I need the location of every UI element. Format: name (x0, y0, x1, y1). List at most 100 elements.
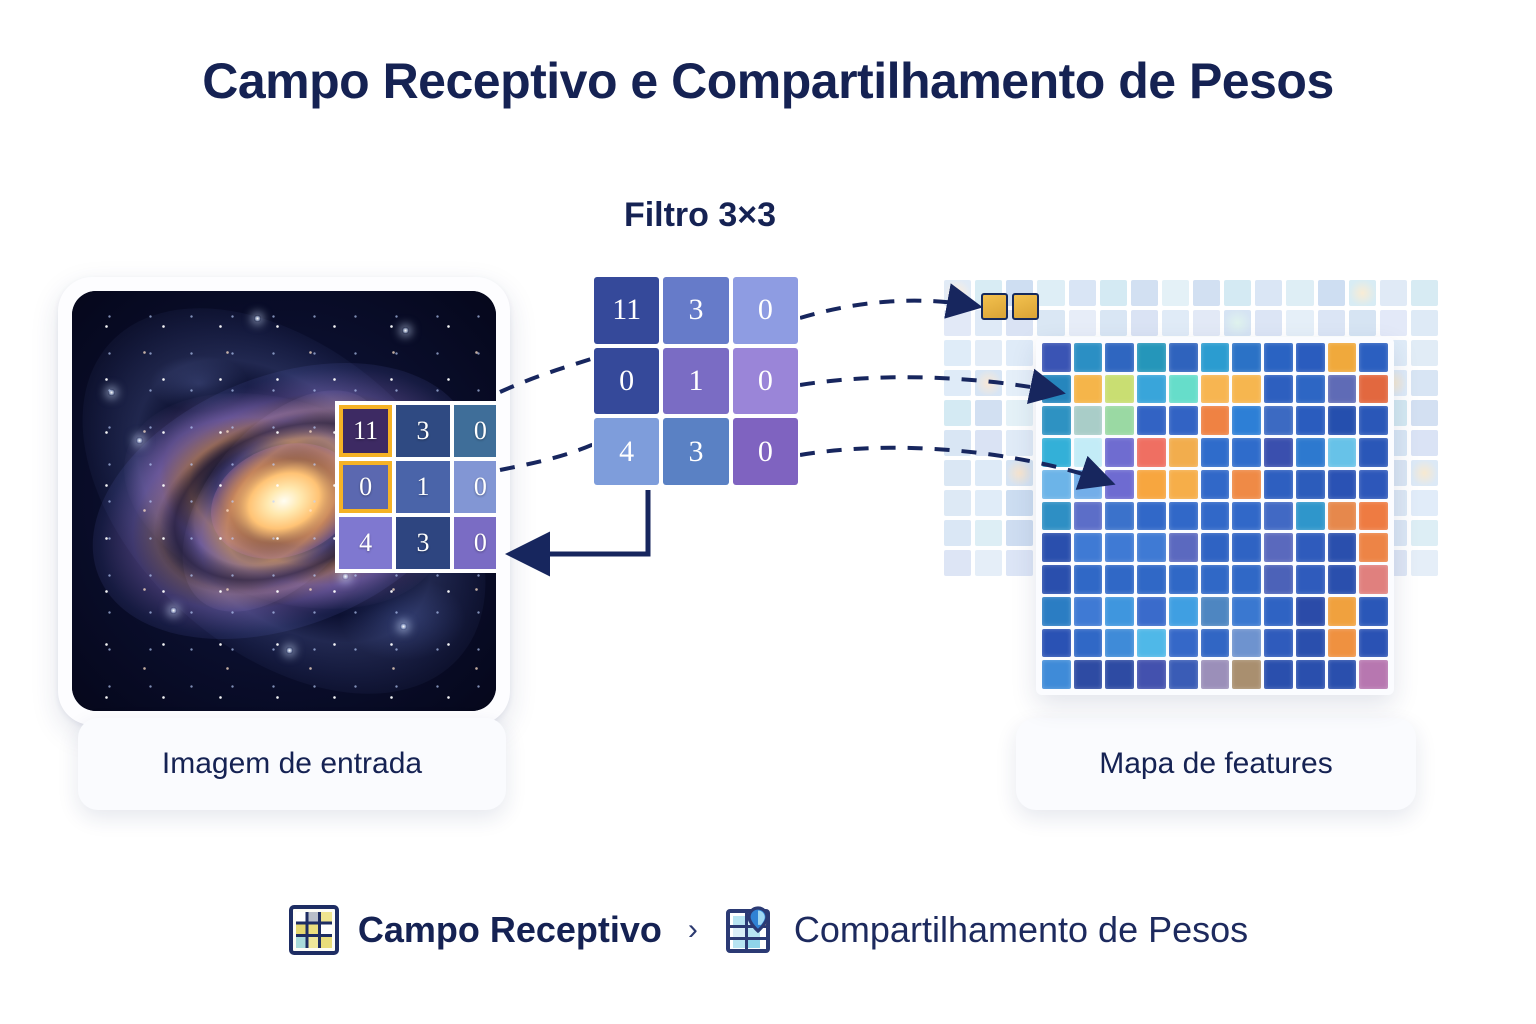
receptive-field-cell[interactable]: 0 (453, 405, 496, 457)
receptive-field-cell[interactable]: 3 (396, 405, 450, 457)
feature-map-cell[interactable] (1327, 565, 1357, 594)
feature-map-cell[interactable] (1264, 533, 1293, 563)
feature-map-cell[interactable] (1232, 533, 1262, 563)
feature-map-cell[interactable] (1232, 501, 1262, 531)
feature-map-cell[interactable] (1359, 469, 1388, 499)
feature-map-cell[interactable] (1073, 438, 1103, 467)
feature-map-cell[interactable] (1168, 596, 1198, 626)
filter-cell[interactable]: 11 (594, 277, 660, 344)
feature-map-cell[interactable] (1073, 374, 1103, 404)
feature-map-cell[interactable] (1168, 406, 1198, 436)
filter-cell[interactable]: 1 (663, 347, 729, 415)
feature-map-cell[interactable] (1105, 596, 1135, 626)
feature-map-cell[interactable] (1105, 533, 1135, 563)
feature-map-cell[interactable] (1042, 438, 1071, 467)
feature-map-cell[interactable] (1232, 660, 1262, 689)
feature-map-cell[interactable] (1232, 565, 1262, 594)
feature-map-cell[interactable] (1105, 628, 1135, 658)
feature-map-cell[interactable] (1200, 406, 1230, 436)
feature-map-cell[interactable] (1073, 565, 1103, 594)
feature-map-cell[interactable] (1232, 469, 1262, 499)
feature-map-cell[interactable] (1264, 628, 1293, 658)
feature-map-cell[interactable] (1232, 438, 1262, 467)
feature-map-cell[interactable] (1137, 501, 1166, 531)
feature-map-cell[interactable] (1295, 628, 1325, 658)
feature-map-cell[interactable] (1200, 343, 1230, 372)
feature-map-cell[interactable] (1105, 660, 1135, 689)
feature-map-cell[interactable] (1295, 660, 1325, 689)
feature-map-cell[interactable] (1327, 469, 1357, 499)
feature-map-cell[interactable] (1137, 628, 1166, 658)
feature-map-cell[interactable] (1042, 660, 1071, 689)
feature-map-cell[interactable] (1359, 533, 1388, 563)
feature-map-cell[interactable] (1042, 533, 1071, 563)
feature-map-cell[interactable] (1295, 565, 1325, 594)
feature-map-cell[interactable] (1264, 565, 1293, 594)
feature-map-cell[interactable] (1105, 469, 1135, 499)
feature-map-cell[interactable] (1168, 469, 1198, 499)
feature-map-cell[interactable] (1105, 374, 1135, 404)
feature-map-cell[interactable] (1073, 533, 1103, 563)
feature-map-cell[interactable] (1264, 406, 1293, 436)
filter-cell[interactable]: 0 (732, 418, 798, 485)
feature-map-cell[interactable] (1232, 343, 1262, 372)
feature-map-cell[interactable] (1168, 533, 1198, 563)
feature-map-cell[interactable] (1168, 628, 1198, 658)
feature-map-cell[interactable] (1042, 406, 1071, 436)
feature-map-cell[interactable] (1042, 343, 1071, 372)
feature-map-cell[interactable] (1295, 533, 1325, 563)
feature-map-cell[interactable] (1359, 565, 1388, 594)
receptive-field-cell[interactable]: 11 (339, 405, 393, 457)
feature-map-cell[interactable] (1232, 406, 1262, 436)
feature-map-cell[interactable] (1232, 628, 1262, 658)
feature-map-cell[interactable] (1042, 596, 1071, 626)
feature-map-cell[interactable] (1042, 374, 1071, 404)
feature-map-cell[interactable] (1200, 660, 1230, 689)
feature-map-cell[interactable] (1137, 596, 1166, 626)
feature-map-cell[interactable] (1327, 660, 1357, 689)
feature-map-cell[interactable] (1295, 596, 1325, 626)
filter-cell[interactable]: 4 (594, 418, 660, 485)
feature-map-cell[interactable] (1359, 628, 1388, 658)
feature-map-cell[interactable] (1137, 343, 1166, 372)
feature-map-cell[interactable] (1327, 374, 1357, 404)
feature-map-cell[interactable] (1200, 533, 1230, 563)
feature-map-cell[interactable] (1200, 596, 1230, 626)
feature-map-cell[interactable] (1327, 406, 1357, 436)
feature-map-cell[interactable] (1295, 374, 1325, 404)
feature-map-cell[interactable] (1073, 406, 1103, 436)
feature-map-cell[interactable] (1200, 565, 1230, 594)
feature-map-cell[interactable] (1359, 660, 1388, 689)
feature-map-cell[interactable] (1105, 406, 1135, 436)
feature-map-cell[interactable] (1073, 469, 1103, 499)
feature-map-cell[interactable] (1327, 438, 1357, 467)
feature-map-cell[interactable] (1327, 343, 1357, 372)
feature-map-cell[interactable] (1264, 374, 1293, 404)
feature-map-cell[interactable] (1105, 343, 1135, 372)
receptive-field-cell[interactable]: 0 (339, 461, 393, 513)
feature-map-cell[interactable] (1137, 469, 1166, 499)
feature-map-cell[interactable] (1105, 565, 1135, 594)
feature-map-cell[interactable] (1137, 406, 1166, 436)
filter-cell[interactable]: 0 (732, 347, 798, 415)
feature-map-cell[interactable] (1200, 501, 1230, 531)
receptive-field-cell[interactable]: 0 (453, 517, 496, 569)
feature-map-cell[interactable] (1359, 406, 1388, 436)
feature-map-cell[interactable] (1295, 438, 1325, 467)
feature-map-cell[interactable] (1264, 660, 1293, 689)
feature-map-cell[interactable] (1105, 438, 1135, 467)
feature-map-cell[interactable] (1073, 343, 1103, 372)
receptive-field-cell[interactable]: 4 (339, 517, 393, 569)
feature-map-cell[interactable] (1295, 501, 1325, 531)
feature-map-cell[interactable] (1137, 660, 1166, 689)
feature-map-cell[interactable] (1168, 565, 1198, 594)
feature-map-cell[interactable] (1359, 343, 1388, 372)
feature-map-cell[interactable] (1042, 628, 1071, 658)
feature-map-cell[interactable] (1295, 469, 1325, 499)
feature-map-cell[interactable] (1042, 565, 1071, 594)
feature-map-cell[interactable] (1200, 469, 1230, 499)
feature-map-cell[interactable] (1200, 438, 1230, 467)
feature-map-cell[interactable] (1137, 374, 1166, 404)
